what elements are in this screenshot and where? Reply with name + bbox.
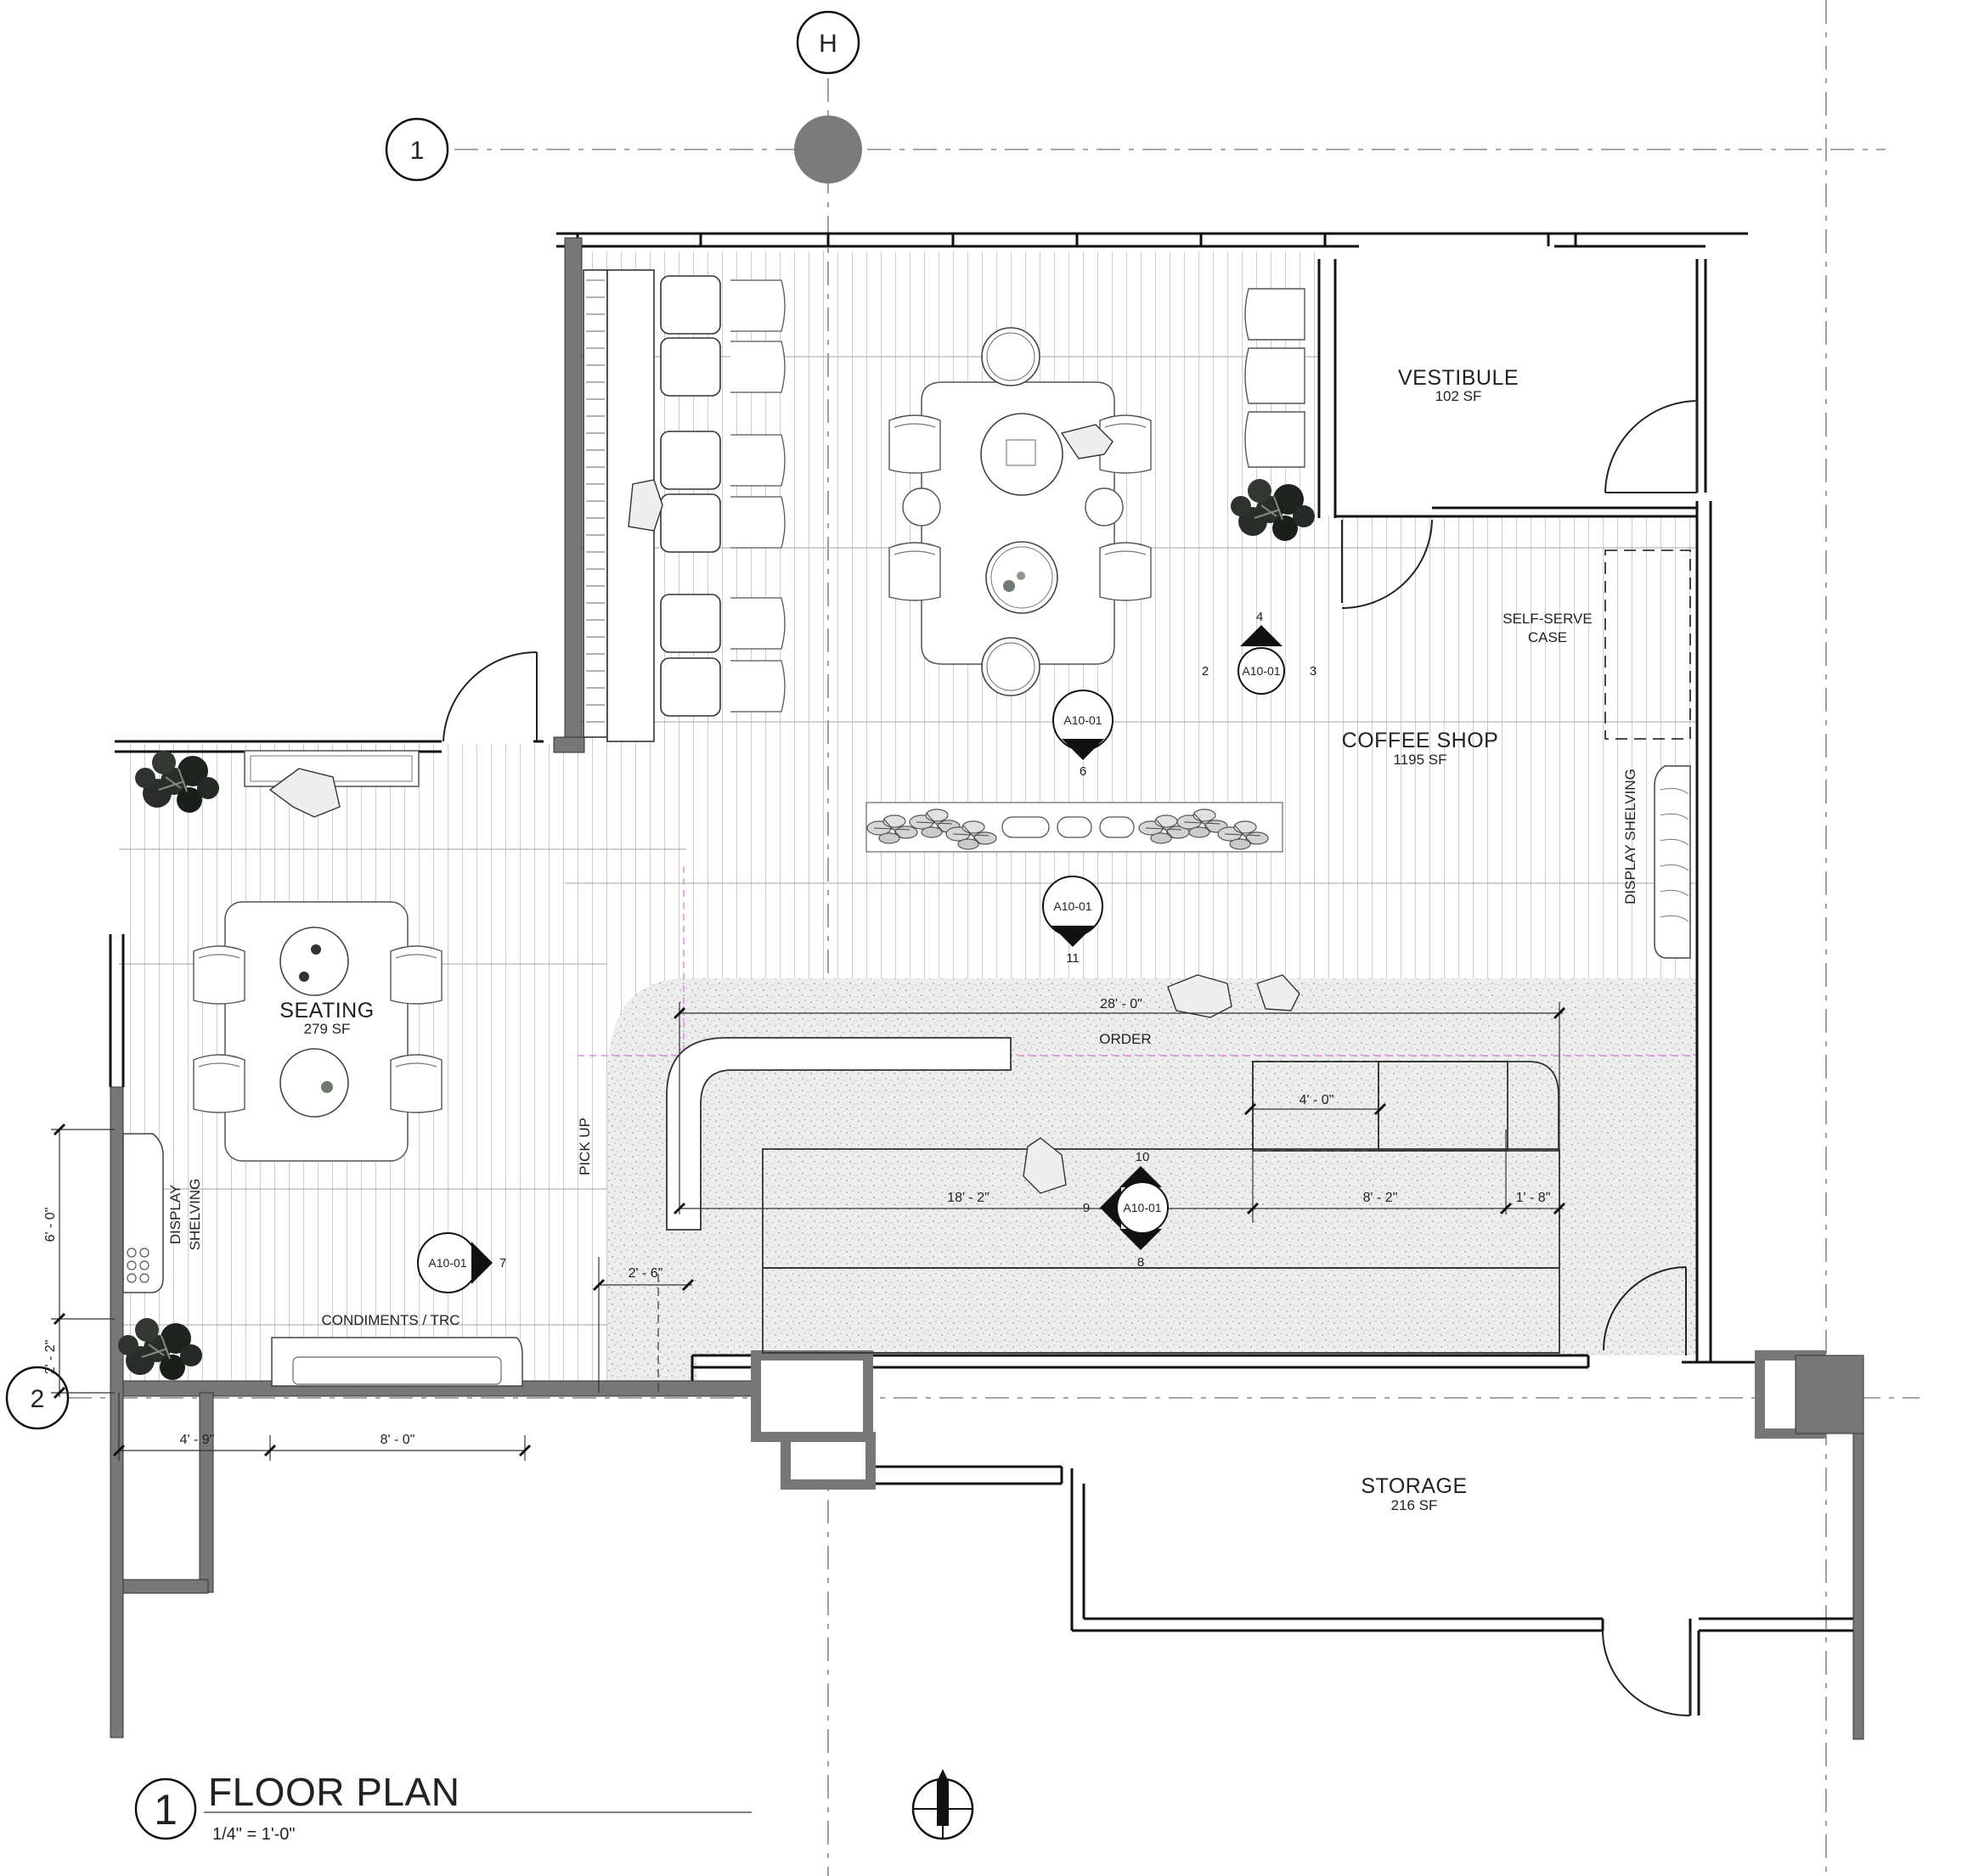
seating-area-furniture [117,750,523,1387]
drawing-title: 1 FLOOR PLAN 1/4" = 1'-0" [134,1770,752,1844]
dimension-8-0: 8' - 0" [381,1433,415,1447]
room-area-storage: 216 SF [1391,1497,1438,1513]
label-case: CASE [1528,629,1567,645]
dimension-4-0: 4' - 0" [1300,1093,1334,1107]
tag-b-south: 6 [1080,764,1086,779]
dimension-8-2: 8' - 2" [1363,1191,1398,1205]
room-area-vestibule: 102 SF [1435,388,1482,404]
title-scale: 1/4" = 1'-0" [212,1825,296,1844]
north-arrow-icon [911,1769,974,1840]
chair-icon [193,945,245,1005]
tag-d-north: 10 [1136,1150,1150,1164]
counter-appliances [628,479,1300,1194]
label-display-shelving-right: DISPLAY SHELVING [1622,769,1638,904]
tag-c-sheet: A10-01 [1053,899,1091,913]
tag-a-east: 3 [1310,664,1316,679]
dimension-28-0: 28' - 0" [1100,997,1142,1011]
grid-bubble-2: 2 [5,1366,70,1430]
tag-a-west: 2 [1202,664,1209,679]
tag-d-west: 9 [1083,1201,1090,1215]
label-pick-up: PICK UP [577,1118,593,1175]
display-shelving-right [1654,765,1691,959]
grid-label-1: 1 [410,137,425,165]
wall-chairs [1244,288,1305,468]
grid-label-h: H [819,30,837,58]
self-serve-case [1604,549,1691,740]
label-condiments: CONDIMENTS / TRC [321,1312,459,1328]
elevation-tag-a: A10-01 4 2 3 [1202,610,1316,695]
tag-c-south: 11 [1066,951,1080,966]
grid-bubble-h: H [796,10,860,75]
dimension-2-2: 2' - 2" [43,1340,58,1375]
elevation-tag-d: A10-01 10 9 8 [1083,1150,1169,1270]
label-display: DISPLAY [167,1185,183,1245]
room-name-vestibule: VESTIBULE [1398,366,1519,390]
dimension-1-8: 1' - 8" [1516,1191,1551,1205]
tag-b-sheet: A10-01 [1063,713,1102,727]
column-marker [794,115,862,183]
dimension-4-9: 4' - 9" [180,1433,215,1447]
chair-icon [390,1054,443,1113]
label-shelving: SHELVING [187,1179,203,1251]
room-name-storage: STORAGE [1361,1474,1467,1498]
dimension-6-0: 6' - 0" [43,1208,58,1242]
tag-a-sheet: A10-01 [1242,664,1280,678]
room-name-coffee-shop: COFFEE SHOP [1342,729,1499,752]
grid-lines [68,0,1920,1876]
door-swing-icon [443,400,1698,1717]
dimension-lines [51,1002,1563,1461]
dimension-2-6: 2' - 6" [629,1266,663,1281]
planter-row [865,802,1283,853]
chair-icon [888,542,941,601]
label-self-serve: SELF-SERVE [1503,611,1593,627]
tag-d-sheet: A10-01 [1123,1201,1161,1214]
chair-icon [1099,542,1152,601]
elevation-tag-b: A10-01 6 [1052,690,1113,779]
elevation-tag-e: A10-01 7 [417,1232,506,1293]
tag-e-east: 7 [499,1256,506,1270]
dining-table-cluster [888,327,1152,696]
title-text: FLOOR PLAN [208,1770,459,1814]
title-number: 1 [154,1786,178,1834]
tag-e-sheet: A10-01 [428,1256,466,1270]
grid-bubble-1: 1 [385,117,449,182]
elevation-tag-c: A10-01 11 [1042,876,1103,966]
dimension-ticks [53,1006,1566,1457]
heavy-walls [110,237,1864,1740]
label-order: ORDER [1099,1031,1151,1047]
chair-icon [390,945,443,1005]
dimension-18-2: 18' - 2" [947,1191,989,1205]
grid-label-2: 2 [31,1385,45,1413]
room-area-seating: 279 SF [304,1021,351,1037]
chair-icon [193,1054,245,1113]
tag-d-south: 8 [1137,1255,1144,1270]
tag-a-north: 4 [1256,610,1263,624]
room-area-coffee-shop: 1195 SF [1393,752,1446,768]
room-name-seating: SEATING [279,999,374,1023]
chair-icon [888,414,941,474]
